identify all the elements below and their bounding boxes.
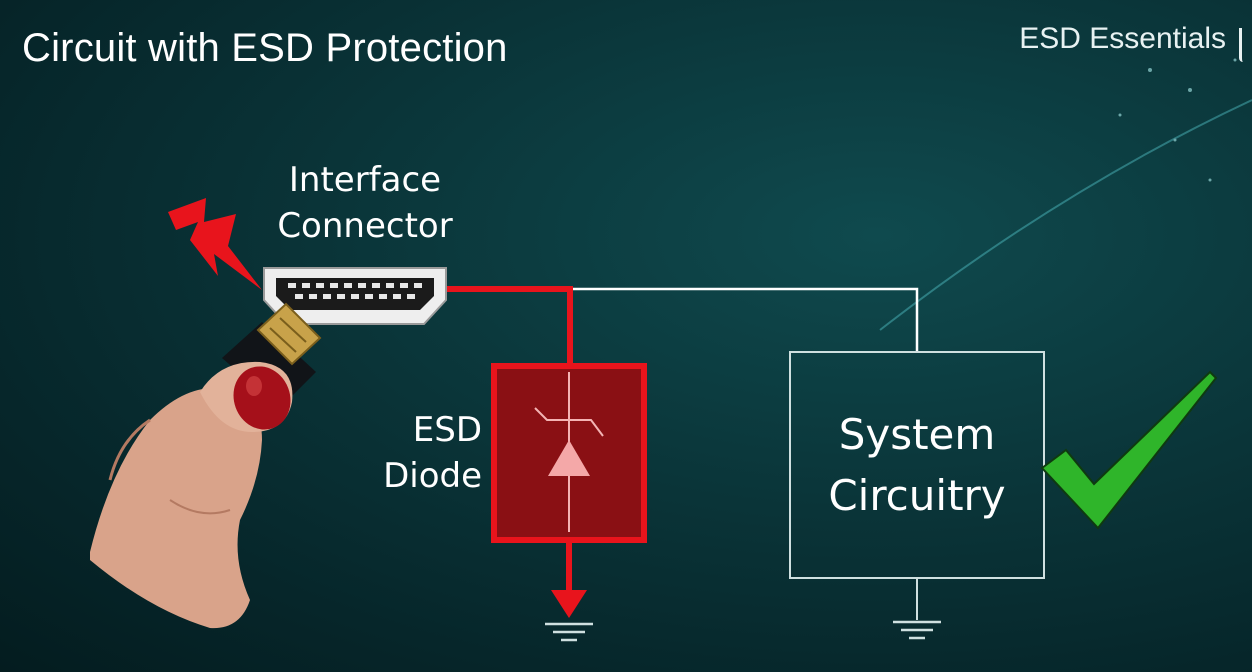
esd-current-path — [440, 286, 573, 365]
esd-arrowhead — [551, 590, 587, 618]
hand-holding-cable-image — [90, 302, 322, 629]
system-label-line2: Circuitry — [828, 470, 1006, 520]
connector-label-line1: Interface — [288, 160, 442, 200]
diode-label-line1: ESD — [412, 410, 482, 450]
checkmark-icon — [1040, 370, 1218, 530]
slide-title: Circuit with ESD Protection — [22, 26, 508, 70]
connector-label-line2: Connector — [277, 205, 453, 246]
system-circuitry-label: System Circuitry — [790, 405, 1044, 527]
esd-diode-label: ESD Diode — [362, 408, 482, 500]
signal-wire — [570, 287, 919, 352]
ground-symbol — [545, 622, 593, 642]
background-streak — [879, 58, 1252, 331]
ground-symbol — [893, 620, 941, 640]
brand-label: ESD Essentials — [1019, 22, 1226, 55]
diode-label-line2: Diode — [383, 455, 482, 496]
hdmi-connector-icon — [263, 267, 447, 325]
lightning-bolt-icon — [168, 198, 262, 290]
brand-logo-icon — [1239, 28, 1252, 62]
system-label-line1: System — [838, 410, 996, 459]
interface-connector-label: Interface Connector — [250, 158, 480, 250]
tvs-diode-symbol — [534, 372, 604, 532]
